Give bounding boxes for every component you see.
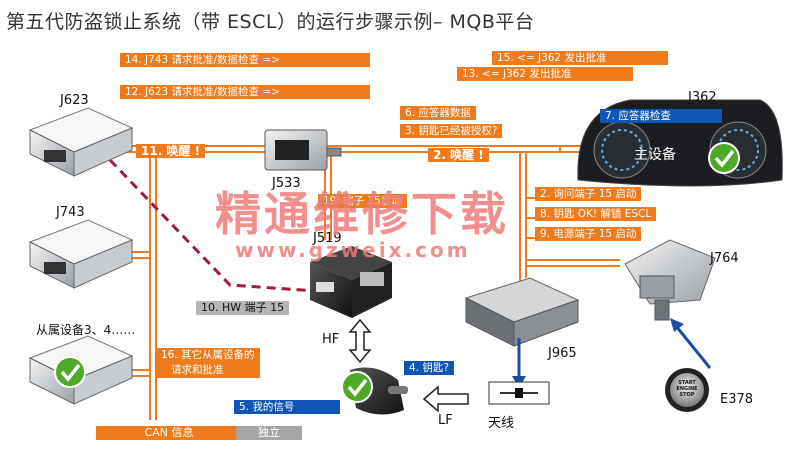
j519-bcm-icon bbox=[310, 246, 392, 318]
check-mark-icon bbox=[54, 356, 86, 388]
j533-gateway-icon bbox=[264, 129, 342, 171]
watermark-url: www.gzweix.com bbox=[235, 238, 471, 262]
page-title: 第五代防盗锁止系统（带 ESCL）的运行步骤示例– MQB平台 bbox=[6, 11, 535, 33]
lf-arrow-icon bbox=[422, 385, 469, 413]
check-mark-icon bbox=[341, 371, 373, 403]
legend-standalone: 独立 bbox=[236, 426, 302, 440]
step-8-label: 8. 钥匙 OK! 解锁 ESCL bbox=[535, 207, 657, 221]
step-5-label: 5. 我的信号 bbox=[234, 400, 340, 414]
j362-label: J362 bbox=[688, 90, 717, 105]
start-button-text: START ENGINE STOP bbox=[671, 380, 703, 398]
j519-label: J519 bbox=[313, 231, 342, 246]
start-button-line2: ENGINE bbox=[676, 386, 698, 392]
step-15-label: 15. <= J362 发出批准 bbox=[492, 51, 668, 65]
step-4-label: 4. 钥匙? bbox=[404, 361, 454, 375]
antenna-icon bbox=[488, 381, 550, 405]
step-13-label: 13. <= J362 发出批准 bbox=[457, 67, 633, 81]
step-10-label: 10. HW 端子 15 bbox=[196, 301, 290, 315]
arrow-up-icon bbox=[670, 318, 684, 332]
j743-ecu-icon bbox=[28, 219, 134, 289]
legend-can: CAN 信息 bbox=[96, 426, 242, 440]
step-6-label: 6. 应答器数据 bbox=[400, 106, 476, 120]
step-14-label: 14. J743 请求批准/数据检查 => bbox=[120, 53, 370, 67]
step-9-label: 9. 电源端子 15 启动 bbox=[535, 227, 642, 241]
j965-label: J965 bbox=[548, 346, 577, 361]
main-device-label: 主设备 bbox=[634, 147, 676, 163]
step-12-label: 12. J623 请求批准/数据检查 => bbox=[120, 85, 370, 99]
j533-label: J533 bbox=[272, 176, 301, 191]
slave-devices-label: 从属设备3、4…… bbox=[36, 323, 136, 337]
start-engine-button-icon bbox=[665, 368, 709, 412]
step-7-label: 7. 应答器检查 bbox=[600, 109, 722, 123]
j743-label: J743 bbox=[56, 205, 85, 220]
watermark-title: 精通维修下载 bbox=[215, 187, 509, 241]
antenna-label: 天线 bbox=[488, 416, 515, 431]
start-button-line3: STOP bbox=[679, 392, 695, 398]
step-2b-label: 2. 询问端子 15 启动 bbox=[535, 187, 642, 201]
lf-label: LF bbox=[438, 413, 453, 428]
step-2-label: 2. 唤醒 ! bbox=[428, 148, 489, 162]
step-3-label: 3. 钥匙已经被授权? bbox=[400, 124, 503, 138]
hf-arrow-icon bbox=[348, 318, 372, 364]
j965-module-icon bbox=[464, 277, 580, 347]
j623-label: J623 bbox=[60, 93, 89, 108]
j764-escl-icon bbox=[624, 239, 716, 321]
e378-label: E378 bbox=[720, 392, 754, 407]
step-11-label: 11. 唤醒 ! bbox=[136, 144, 206, 158]
check-mark-icon bbox=[708, 142, 740, 174]
start-button-line1: START bbox=[678, 380, 696, 386]
j764-label: J764 bbox=[710, 251, 739, 266]
step-19-label: 19. 端子 15启动 bbox=[318, 194, 407, 208]
hw-terminal-15-line bbox=[108, 158, 331, 294]
hf-label: HF bbox=[322, 332, 340, 347]
j623-ecu-icon bbox=[28, 107, 134, 177]
step-16-label-line2: 请求和批准 bbox=[171, 364, 224, 376]
step-16-label-line1: 16. 其它从属设备的 bbox=[161, 349, 255, 361]
